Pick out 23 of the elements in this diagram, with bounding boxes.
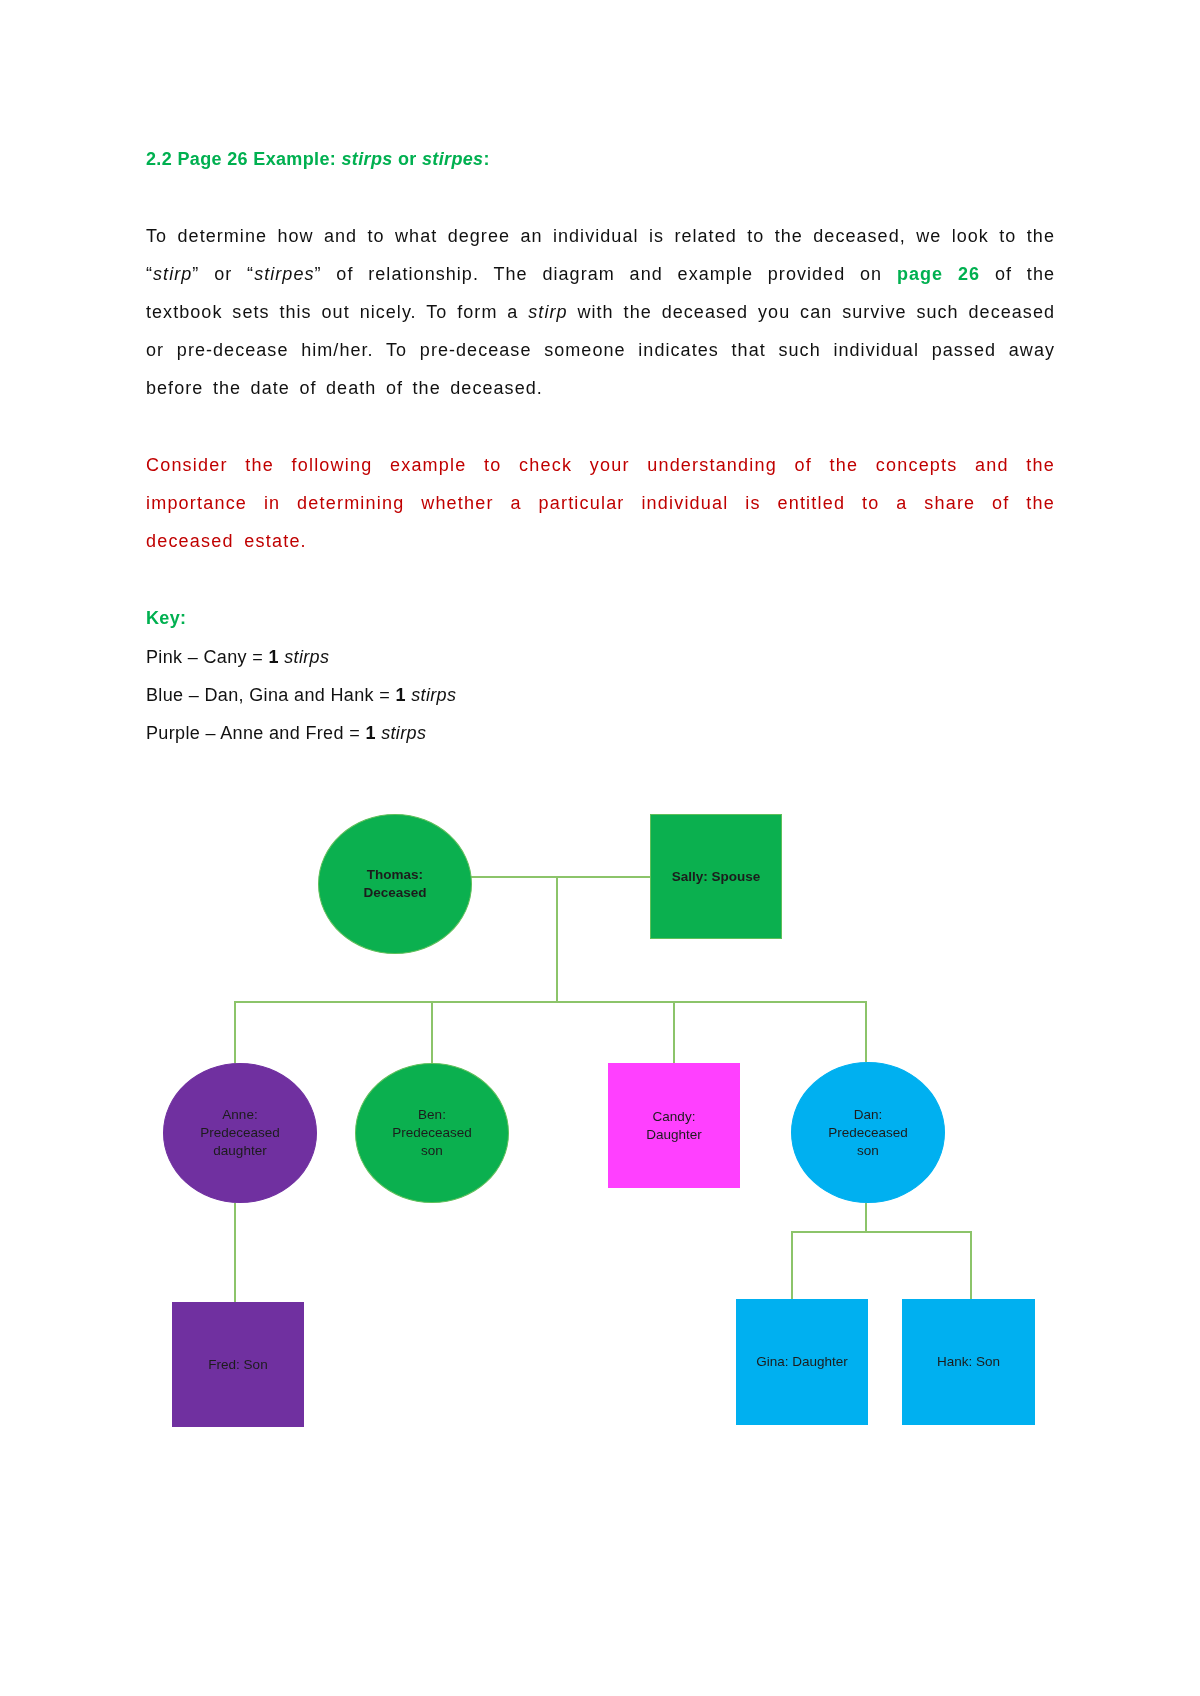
connector-line <box>234 1201 236 1303</box>
square-node <box>902 1299 1035 1425</box>
key-heading: Key: <box>146 607 187 630</box>
node-label: Anne: Predeceased daughter <box>199 1106 281 1160</box>
node-label: Ben: Predeceased son <box>391 1106 473 1160</box>
node-label: Candy: Daughter <box>645 1107 703 1144</box>
node-label: Thomas: Deceased <box>362 866 428 902</box>
square-node <box>650 814 782 939</box>
node-label: Fred: Son <box>208 1355 268 1374</box>
node-label: Dan: Predeceased son <box>827 1105 909 1160</box>
square-node <box>172 1302 304 1427</box>
square-node <box>736 1299 868 1425</box>
node-label: Hank: Son <box>936 1353 1000 1371</box>
paragraph: Consider the following example to check your understanding of the concepts and the importance in determining whether a particular individual is entitled to a share of the deceased estate. <box>146 454 1055 553</box>
key-entry: Blue – Dan, Gina and Hank = 1 stirps <box>146 684 457 707</box>
connector-line <box>865 1202 972 1300</box>
node-label: Gina: Daughter <box>756 1353 848 1371</box>
node-label: Sally: Spouse <box>671 867 761 886</box>
key-entry: Pink – Cany = 1 stirps <box>146 646 330 669</box>
paragraph: To determine how and to what degree an individual is related to the deceased, we look to the “stirp” or “stirpes” of relationship. The diagram and example provided on page 26 of the textbook sets this out nicely. To form a stirp with the deceased you can survive such deceased or pre-decease him/her. To pre-decease someone indicates that such individual passed away before the date of death of the deceased. <box>146 225 1055 400</box>
key-entry: Purple – Anne and Fred = 1 stirps <box>146 722 427 745</box>
heading: 2.2 Page 26 Example: stirps or stirpes: <box>146 148 490 171</box>
square-node <box>608 1063 740 1188</box>
